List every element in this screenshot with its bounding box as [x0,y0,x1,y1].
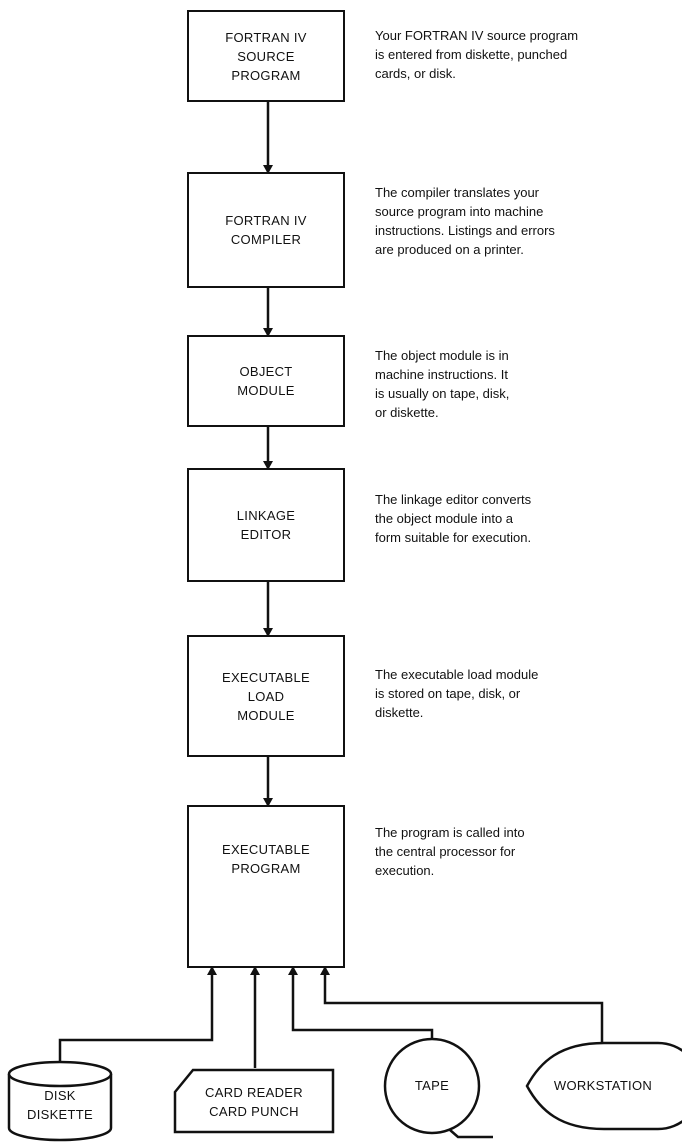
connector-disk [58,966,217,1062]
step-description: Your FORTRAN IV source program is entere… [375,28,579,81]
tape-reel-icon [383,1037,493,1139]
step-label: EXECUTABLE PROGRAM [221,842,310,876]
step-executable-load-module: EXECUTABLE LOAD MODULE [187,635,345,757]
step-compiler: FORTRAN IV COMPILER [187,172,345,288]
step-executable-program: EXECUTABLE PROGRAM [187,805,345,968]
device-label-card: CARD READER CARD PUNCH [205,1085,303,1119]
device-label-disk: DISK DISKETTE [27,1088,93,1122]
step-description: The linkage editor converts the object m… [375,492,532,545]
step-description: The compiler translates your source prog… [375,185,555,257]
device-label-workstation: WORKSTATION [553,1078,653,1093]
disk-diskette-icon [7,1060,113,1142]
connector-workstation [320,966,604,1045]
step-label: EXECUTABLE LOAD MODULE [221,669,310,723]
step-object-module: OBJECT MODULE [187,335,345,427]
step-description: The executable load module is stored on … [375,667,539,720]
step-description: The program is called into the central p… [375,825,525,878]
device-label-tape: TAPE [414,1078,450,1093]
step-label: FORTRAN IV SOURCE PROGRAM [225,29,307,83]
step-source-program: FORTRAN IV SOURCE PROGRAM [187,10,345,102]
step-description: The object module is in machine instruct… [375,348,510,420]
connector-tape [288,966,434,1040]
card-reader-icon [173,1068,335,1134]
workstation-icon [525,1041,682,1131]
step-label: LINKAGE EDITOR [236,508,296,542]
step-label: OBJECT MODULE [237,364,295,398]
step-label: FORTRAN IV COMPILER [225,213,307,247]
step-linkage-editor: LINKAGE EDITOR [187,468,345,582]
